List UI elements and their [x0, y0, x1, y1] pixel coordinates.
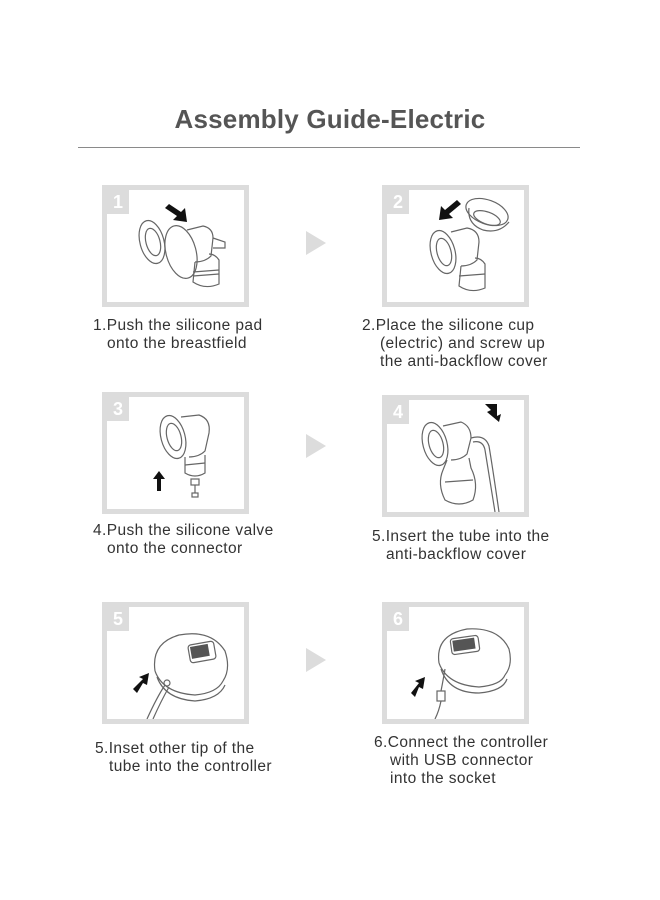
- step-6-caption: 6.Connect the controller with USB connec…: [374, 734, 549, 787]
- step-6-number: 6: [387, 607, 409, 631]
- next-step-arrow-1: [306, 231, 326, 255]
- step-1-illustration: 1: [102, 185, 249, 307]
- next-step-arrow-3: [306, 648, 326, 672]
- step-4-caption: 5.Insert the tube into the anti-backflow…: [372, 528, 550, 563]
- step-1-caption: 1.Push the silicone pad onto the breastf…: [93, 317, 263, 352]
- step-4-number: 4: [387, 400, 409, 424]
- step-2-number: 2: [387, 190, 409, 214]
- title-divider: [78, 147, 580, 148]
- step-2-caption: 2.Place the silicone cup (electric) and …: [362, 317, 548, 370]
- step-2-illustration: 2: [382, 185, 529, 307]
- step-1-number: 1: [107, 190, 129, 214]
- step-4-illustration: 4: [382, 395, 529, 517]
- anti-backflow-cover-icon: [429, 197, 510, 292]
- step-6-illustration: 6: [382, 602, 529, 724]
- silicone-pad-assembly-icon: [138, 204, 226, 288]
- tube-insert-icon: [421, 404, 501, 512]
- step-3-illustration: 3: [102, 392, 249, 514]
- step-5-number: 5: [107, 607, 129, 631]
- step-3-number: 3: [107, 397, 129, 421]
- silicone-valve-icon: [153, 414, 210, 498]
- step-5-caption: 5.Inset other tip of the tube into the c…: [95, 740, 272, 775]
- usb-connector-icon: [411, 628, 511, 719]
- step-5-illustration: 5: [102, 602, 249, 724]
- next-step-arrow-2: [306, 434, 326, 458]
- controller-tube-icon: [133, 633, 229, 719]
- step-3-caption: 4.Push the silicone valve onto the conne…: [93, 522, 274, 557]
- guide-title: Assembly Guide-Electric: [174, 104, 486, 134]
